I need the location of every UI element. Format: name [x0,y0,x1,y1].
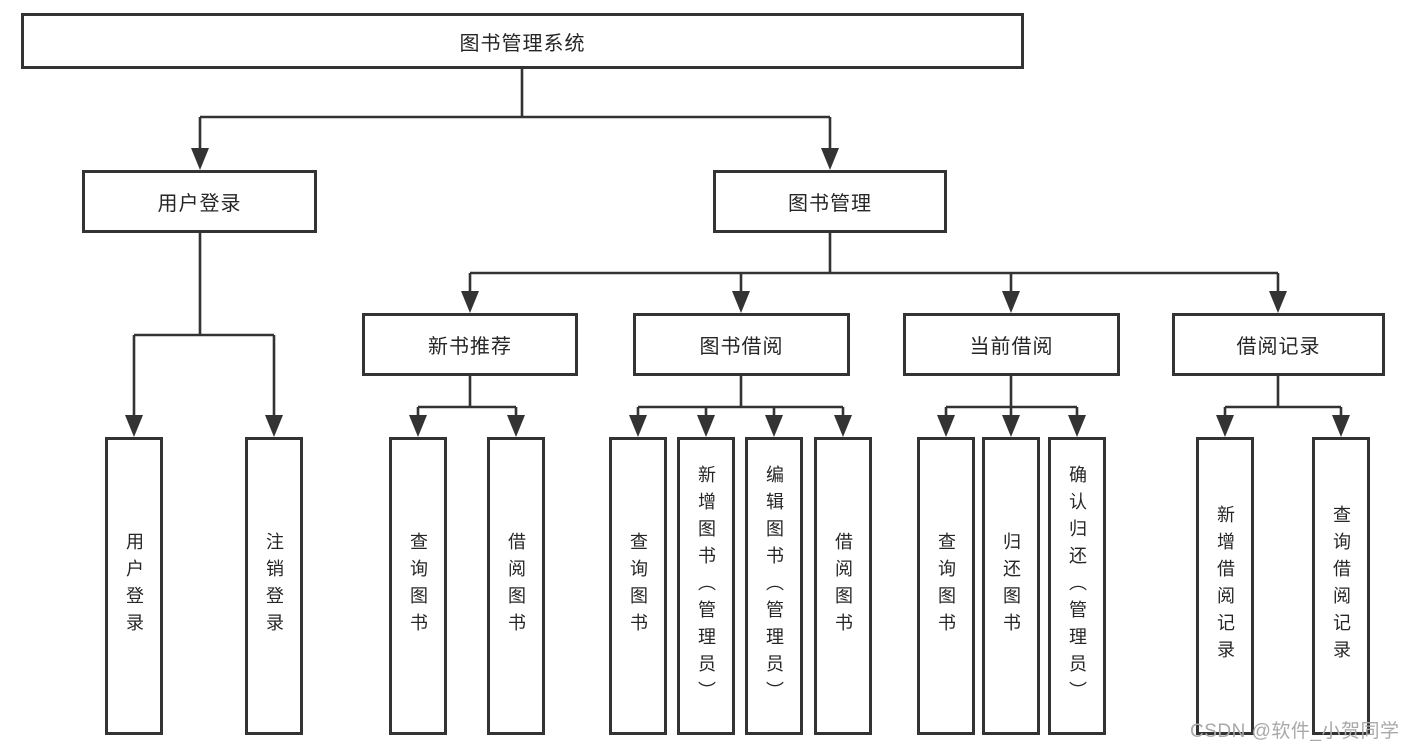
connector-records-children [1223,376,1343,417]
leaf-query-books-current: 查询图书 [917,437,975,735]
arrowheads-records-children [1216,415,1350,437]
leaf-add-book-admin: 新增图书（管理员） [677,437,735,735]
arrowheads-level3 [461,291,1287,313]
leaf-query-books-borrow: 查询图书 [609,437,667,735]
node-borrow-records: 借阅记录 [1172,313,1385,376]
arrowheads-borrow-children [629,415,852,437]
arrowheads-level2 [191,148,839,170]
leaf-add-borrow-record: 新增借阅记录 [1196,437,1254,735]
leaf-user-login: 用户登录 [105,437,163,735]
arrowheads-login-children [125,415,283,437]
csdn-watermark: CSDN @软件_小贺同学 [1190,721,1400,742]
connector-root-to-level2 [198,69,832,150]
node-library-system: 图书管理系统 [21,13,1024,69]
node-user-login: 用户登录 [82,170,317,233]
arrowheads-newbook-children [409,415,525,437]
leaf-borrow-books-recommend: 借阅图书 [487,437,545,735]
leaf-query-books-recommend: 查询图书 [389,437,447,735]
leaf-borrow-books: 借阅图书 [814,437,872,735]
node-book-management: 图书管理 [713,170,947,233]
connector-login-children [132,233,276,417]
leaf-logout: 注销登录 [245,437,303,735]
leaf-return-books: 归还图书 [982,437,1040,735]
node-book-borrow: 图书借阅 [633,313,850,376]
connector-newbook-children [416,376,518,417]
connector-mgmt-to-level3 [468,233,1280,293]
node-current-borrow: 当前借阅 [903,313,1120,376]
node-new-book-recommend: 新书推荐 [362,313,578,376]
arrowheads-current-children [937,415,1086,437]
leaf-confirm-return-admin: 确认归还（管理员） [1048,437,1106,735]
leaf-query-borrow-record: 查询借阅记录 [1312,437,1370,735]
connector-current-children [944,376,1079,417]
leaf-edit-book-admin: 编辑图书（管理员） [745,437,803,735]
connector-borrow-children [636,376,845,417]
